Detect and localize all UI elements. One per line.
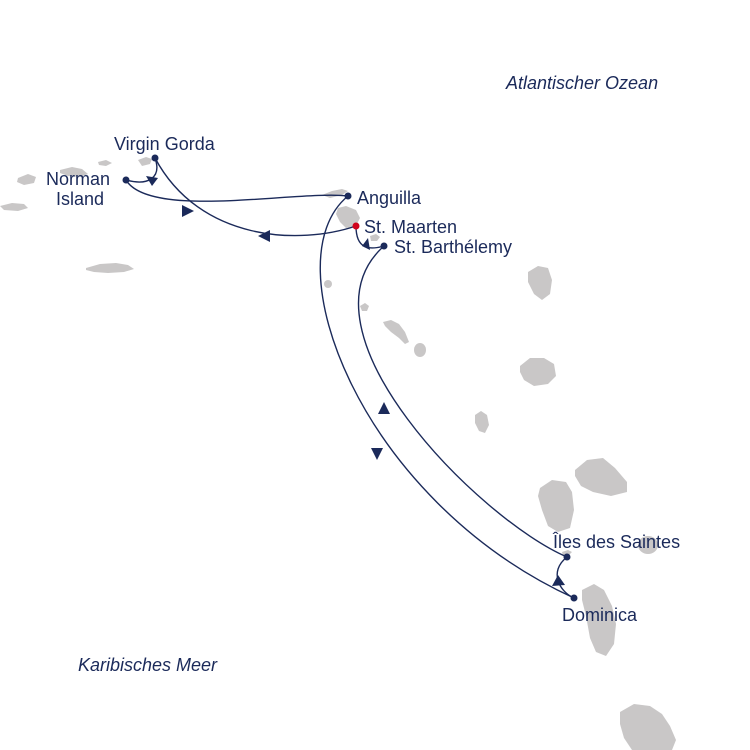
island-antigua (520, 358, 556, 386)
island-montserrat (475, 411, 489, 433)
island-st-thomas (0, 203, 28, 211)
route-segment-st-maarten-virgin-gorda (154, 157, 357, 237)
arrow-south (371, 448, 383, 460)
island-nevis (414, 343, 426, 357)
route-arrows (146, 176, 565, 586)
port-marker-anguilla[interactable] (344, 192, 352, 200)
port-label-virgin-gorda: Virgin Gorda (114, 134, 216, 154)
island-virgin-gorda-land (138, 157, 152, 166)
arrow-west (258, 230, 270, 242)
arrow-saintes-up (552, 575, 565, 586)
island-martinique (620, 704, 676, 750)
route-segment-norman-anguilla (125, 179, 349, 202)
port-marker-iles-des-saintes[interactable] (563, 553, 571, 561)
island-dominica-land (582, 584, 616, 656)
island-st-maarten-land (336, 206, 360, 228)
port-marker-dominica[interactable] (570, 594, 578, 602)
map-labels: Atlantischer Ozean Karibisches Meer Virg… (46, 73, 680, 675)
port-label-norman-line2: Island (56, 189, 104, 209)
port-marker-virgin-gorda[interactable] (151, 154, 159, 162)
island-marie-galante (638, 536, 658, 554)
island-guadeloupe (538, 458, 627, 532)
port-label-iles-des-saintes: Îles des Saintes (552, 532, 680, 552)
port-label-st-barthelemy: St. Barthélemy (394, 237, 512, 257)
island-saba (324, 280, 332, 288)
route-segment-saintes-st-barth (357, 245, 568, 558)
arrow-norman-loop (146, 176, 158, 186)
port-label-norman-line1: Norman (46, 169, 110, 189)
land-masses (0, 157, 676, 750)
arrow-north (378, 402, 390, 414)
island-les-saintes-land (562, 550, 572, 556)
port-marker-st-barthelemy[interactable] (380, 242, 388, 250)
island-virgin-islands-west (17, 174, 36, 185)
island-st-barth-land (370, 234, 380, 241)
port-marker-st-maarten[interactable] (352, 222, 360, 230)
island-jost-van-dyke (98, 160, 112, 166)
island-anguilla-land (322, 189, 348, 198)
arrow-east (182, 205, 194, 217)
island-statia (360, 303, 369, 311)
port-markers (122, 154, 578, 602)
port-label-anguilla: Anguilla (357, 188, 422, 208)
sea-label-caribbean: Karibisches Meer (78, 655, 218, 675)
route-segment-anguilla-dominica (319, 195, 575, 599)
sea-label-atlantic: Atlantischer Ozean (505, 73, 658, 93)
island-st-croix (86, 263, 134, 273)
arrow-st-barth-loop (362, 238, 370, 250)
port-marker-norman-island[interactable] (122, 176, 130, 184)
port-label-st-maarten: St. Maarten (364, 217, 457, 237)
island-st-kitts (383, 320, 409, 344)
island-tortola (60, 167, 88, 177)
route-lines (125, 157, 575, 599)
port-label-dominica: Dominica (562, 605, 638, 625)
island-barbuda (528, 266, 552, 300)
